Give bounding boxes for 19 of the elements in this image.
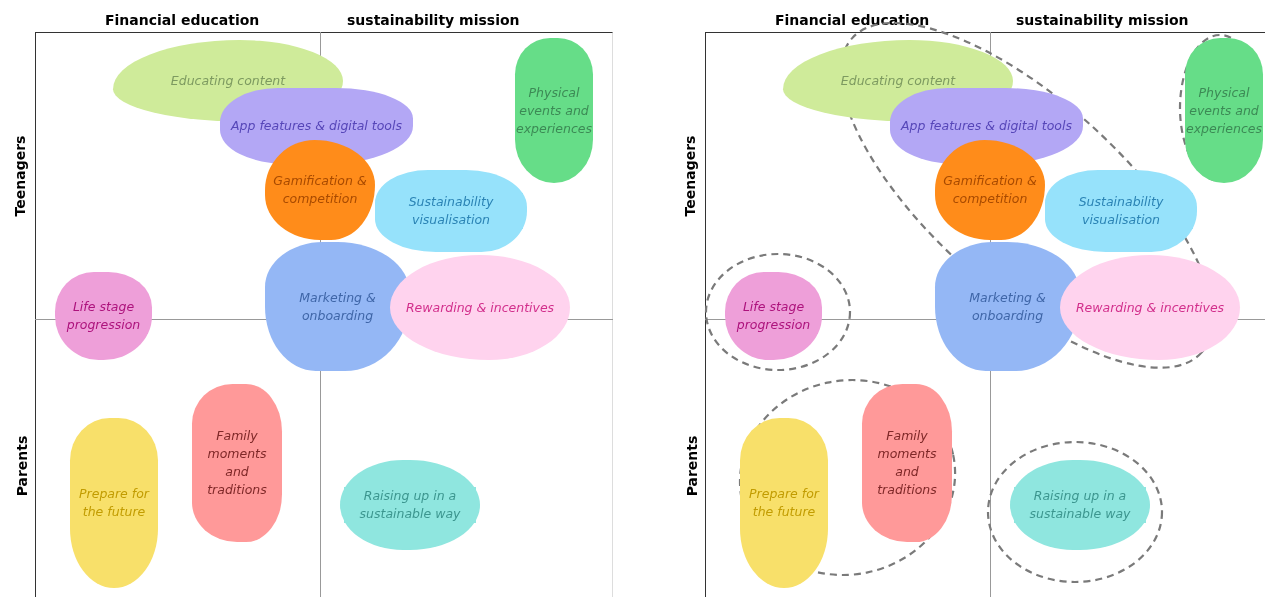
row-heading: Teenagers (12, 135, 29, 217)
column-heading: Financial education (105, 12, 260, 28)
blob-label: Educating content (840, 72, 956, 90)
blob-label: Raising up in a sustainable way (344, 487, 476, 523)
blob-label: App features & digital tools (231, 117, 402, 135)
blob-label: Educating content (170, 72, 286, 90)
column-heading: sustainability mission (1016, 12, 1189, 28)
column-heading: sustainability mission (347, 12, 520, 28)
blob-shape (725, 272, 822, 360)
blob-label: App features & digital tools (901, 117, 1072, 135)
blob-shape (515, 38, 593, 183)
blob-label: Raising up in a sustainable way (1014, 487, 1146, 523)
row-heading: Parents (14, 435, 31, 497)
blob-shape (375, 170, 527, 252)
blob-shape (862, 384, 952, 542)
row-heading: Parents (684, 435, 701, 497)
column-heading: Financial education (775, 12, 930, 28)
row-heading: Teenagers (682, 135, 699, 217)
blob-shape (192, 384, 282, 542)
